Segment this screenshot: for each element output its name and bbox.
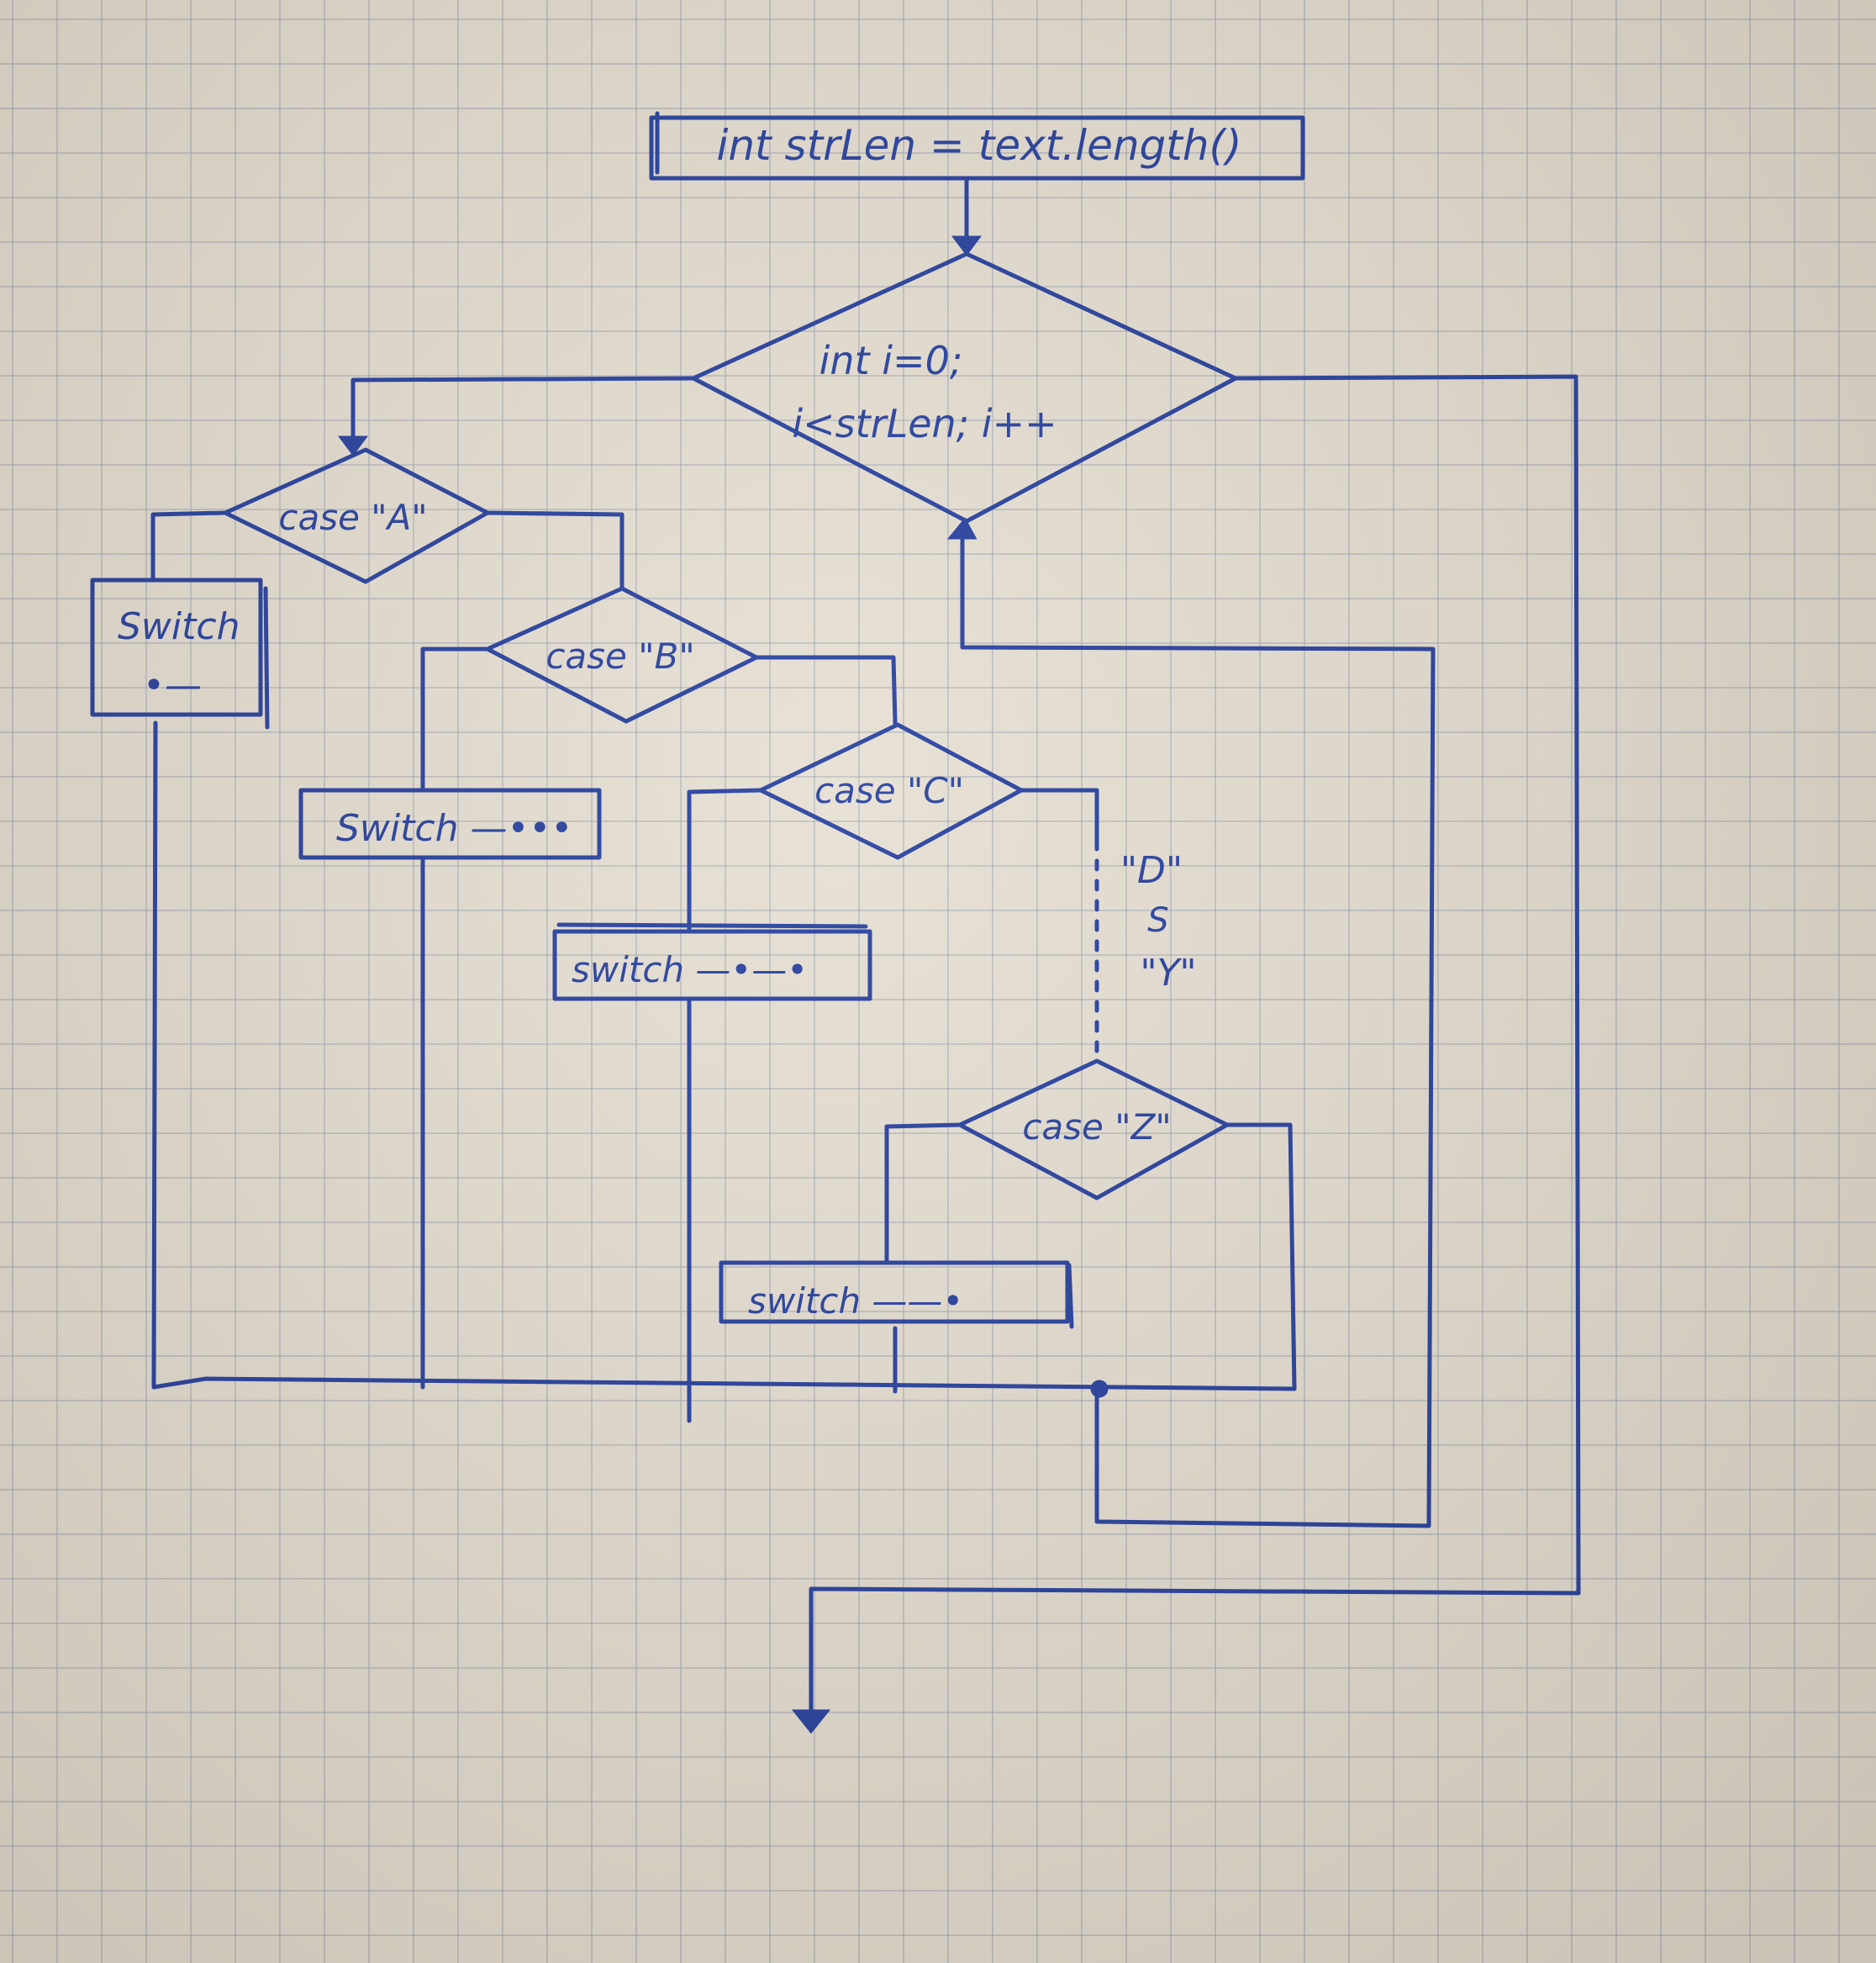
case-z-diamond: case "Z" [957,1058,1230,1200]
connector-case-a-match [150,510,228,583]
range-labels: "D" S "Y" [1120,849,1197,995]
range-start-label: "D" [1120,849,1183,892]
case-b-diamond: case "B" [485,586,759,724]
switch-z-label: switch ——• [748,1280,963,1322]
loop-diamond: int i=0; i<strLen; i++ [691,251,1238,524]
connector-case-z-match [884,1122,962,1264]
case-z-label: case "Z" [1022,1106,1171,1148]
connector-loop-exit [809,374,1581,1718]
connector-case-c-next [1019,788,1099,843]
connector-loop-to-case-a [350,376,696,448]
arrowhead-down-icon [338,435,368,456]
connector-switch-a-down [151,720,158,1390]
arrowhead-up-icon [946,517,978,540]
case-a-label: case "A" [278,497,427,538]
switch-c-box: switch —•—• [552,922,872,1001]
init-box-label: int strLen = text.length() [716,121,1241,170]
arrowhead-down-icon [791,1709,831,1734]
case-a-diamond: case "A" [223,447,490,584]
range-end-label: "Y" [1140,952,1196,995]
case-c-diamond: case "C" [758,722,1024,860]
merge-line [151,1376,1297,1391]
connector-case-a-next [485,510,624,591]
switch-a-line1: Switch [118,605,240,648]
init-box: int strLen = text.length() [649,111,1305,181]
connector-case-c-match [687,788,763,931]
loop-condition-line1: int i=0; [819,338,963,383]
connector-case-z-next [1225,1122,1297,1391]
switch-c-label: switch —•—• [572,949,808,990]
range-symbol-label: S [1147,901,1168,940]
switch-b-box: Switch —••• [298,788,602,860]
connector-case-b-next [754,655,898,726]
connector-return-to-loop [960,525,1436,1528]
connector-case-b-match [420,646,490,793]
case-c-label: case "C" [814,770,964,811]
switch-a-line2: •— [143,664,202,707]
case-b-label: case "B" [545,636,694,677]
loop-condition-line2: i<strLen; i++ [792,401,1057,446]
junction-dot-icon [1090,1380,1109,1398]
arrowhead-down-icon [951,235,982,256]
switch-a-box: Switch •— [90,578,270,730]
switch-b-label: Switch —••• [336,807,572,850]
switch-z-box: switch ——• [719,1260,1074,1329]
